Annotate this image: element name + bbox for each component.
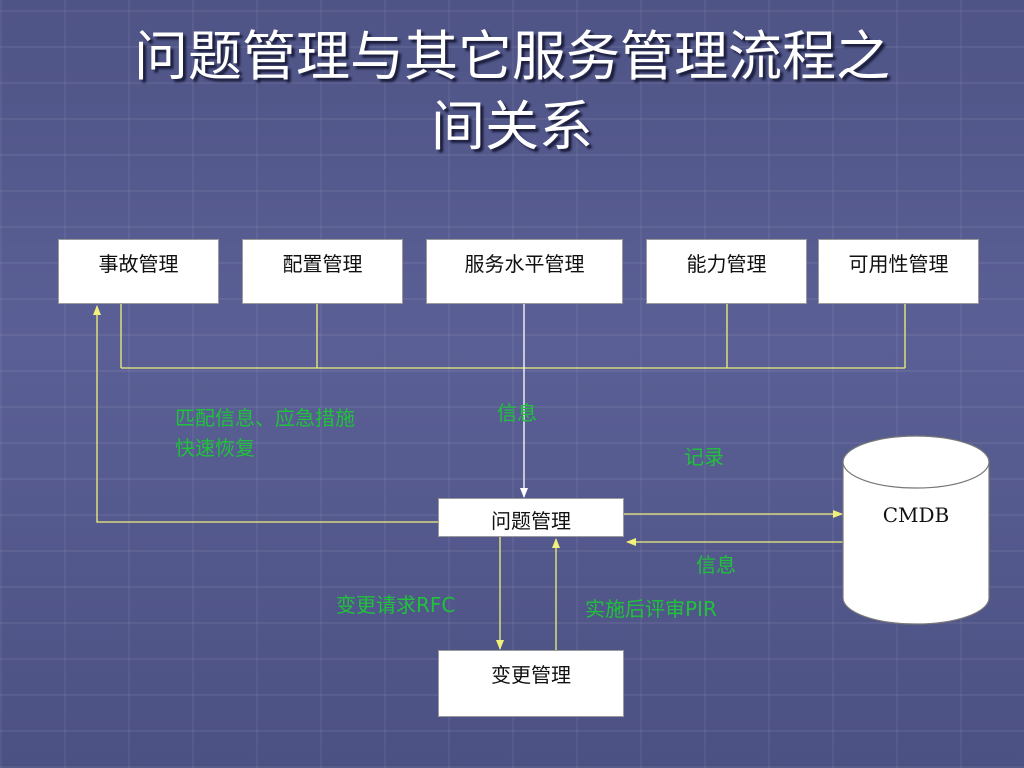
label-pir: 实施后评审PIR — [585, 597, 717, 621]
label-info-right: 信息 — [696, 553, 736, 577]
label-match-line-1: 匹配信息、应急措施 — [175, 406, 355, 430]
slide-title: 问题管理与其它服务管理流程之 间关系 — [40, 22, 984, 162]
box-problem-management[interactable]: 问题管理 — [438, 498, 624, 537]
box-capacity-management[interactable]: 能力管理 — [646, 239, 807, 304]
title-line-2: 间关系 — [431, 95, 593, 158]
title-line-1: 问题管理与其它服务管理流程之 — [134, 25, 890, 88]
cmdb-label: CMDB — [882, 503, 950, 527]
label-rfc: 变更请求RFC — [336, 593, 456, 617]
label-match-info: 匹配信息、应急措施 快速恢复 — [175, 403, 355, 463]
label-record: 记录 — [684, 445, 724, 469]
box-change-management[interactable]: 变更管理 — [438, 650, 624, 717]
cmdb-cylinder — [842, 435, 990, 625]
label-info-top: 信息 — [497, 401, 537, 425]
line-problem-to-incident — [93, 305, 439, 523]
box-service-level-management[interactable]: 服务水平管理 — [426, 239, 623, 304]
label-match-line-2: 快速恢复 — [175, 436, 255, 460]
box-incident-management[interactable]: 事故管理 — [58, 239, 219, 304]
box-configuration-management[interactable]: 配置管理 — [242, 239, 403, 304]
box-availability-management[interactable]: 可用性管理 — [818, 239, 979, 304]
